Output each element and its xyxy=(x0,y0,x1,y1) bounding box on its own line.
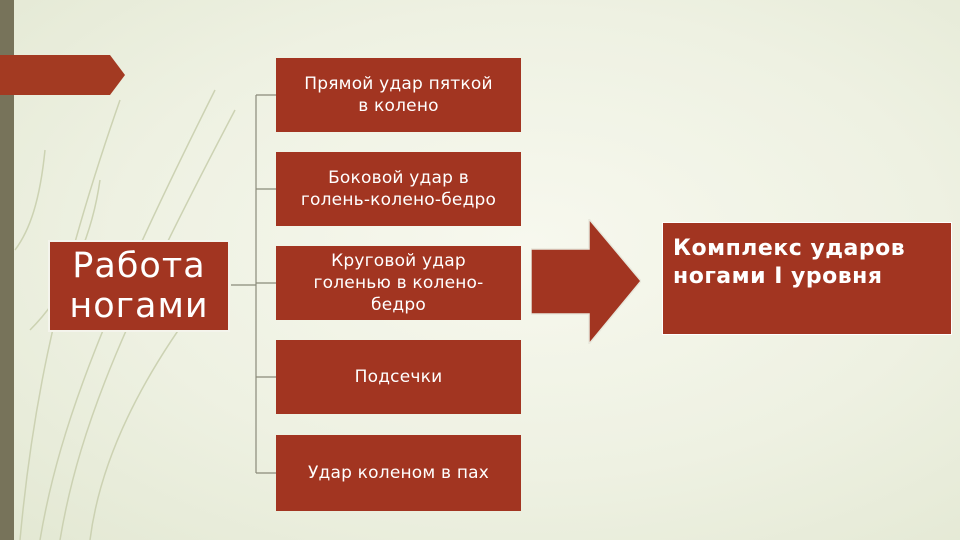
branch-node-3-label: Круговой удар голенью в колено- бедро xyxy=(313,251,484,315)
result-arrow-shape xyxy=(531,219,641,344)
left-side-bar xyxy=(0,0,14,540)
result-node-label: Комплекс ударов ногами I уровня xyxy=(673,236,906,289)
deco-line-1 xyxy=(39,89,216,540)
branch-node-4-label: Подсечки xyxy=(354,367,443,387)
main-node-box: Работа ногами xyxy=(48,240,230,332)
branch-node-5-label: Удар коленом в пах xyxy=(307,463,490,483)
branch-node-1-label: Прямой удар пяткой в колено xyxy=(304,74,493,116)
main-node-label: Работа ногами xyxy=(69,246,209,326)
title-tab-arrow xyxy=(0,55,125,95)
result-arrow xyxy=(531,219,641,344)
deco-line-2 xyxy=(59,109,236,540)
branch-node-3: Круговой удар голенью в колено- бедро xyxy=(276,246,521,320)
branch-node-4: Подсечки xyxy=(276,340,521,414)
branch-node-5: Удар коленом в пах xyxy=(276,435,521,511)
deco-line-3 xyxy=(19,99,121,540)
branch-node-1: Прямой удар пяткой в колено xyxy=(276,58,521,132)
branch-node-2: Боковой удар в голень-колено-бедро xyxy=(276,152,521,226)
result-node-box: Комплекс ударов ногами I уровня xyxy=(662,222,952,335)
branch-node-2-label: Боковой удар в голень-колено-бедро xyxy=(300,168,497,210)
deco-line-6 xyxy=(14,149,46,251)
